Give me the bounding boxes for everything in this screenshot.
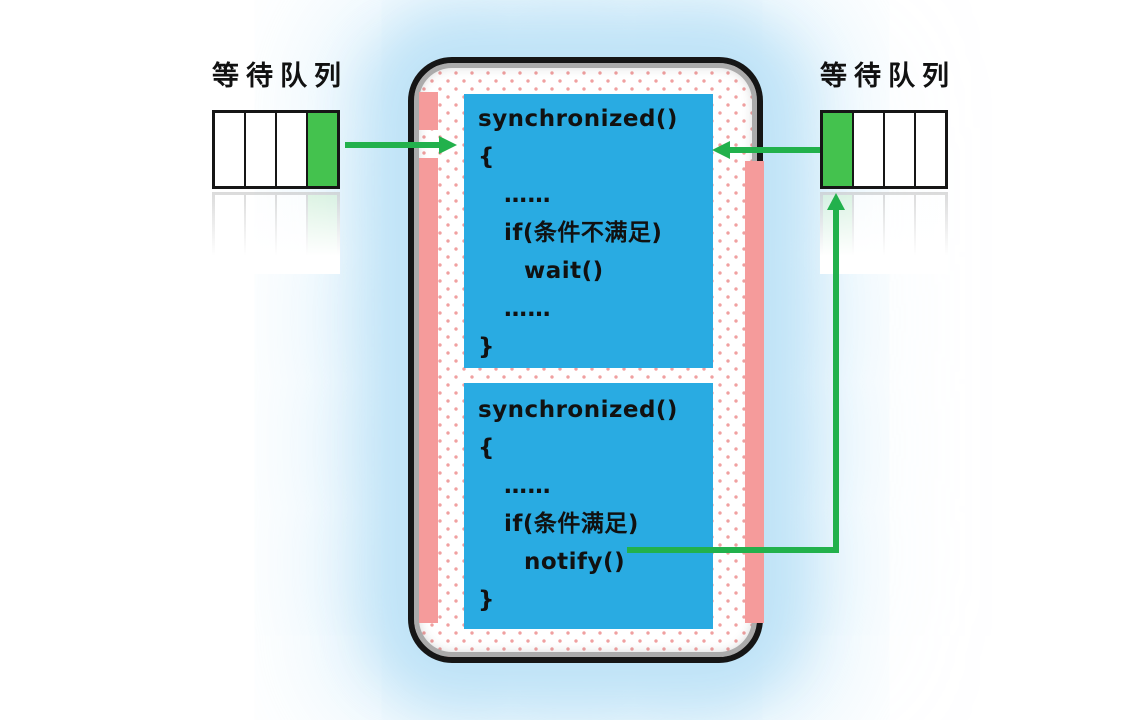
- left-wait-queue: [212, 110, 340, 189]
- queue-cell-occupied: [823, 113, 854, 186]
- notify-code-block: synchronized() { …… if(条件满足) notify() }: [464, 383, 713, 629]
- right-wait-queue-label: 等待队列: [820, 61, 956, 92]
- lock-bar-left: [419, 158, 438, 623]
- lock-bar-left-top: [419, 92, 438, 130]
- monitor-object: synchronized() { …… if(条件不满足) wait() …… …: [408, 57, 764, 663]
- code-line: synchronized(): [478, 397, 678, 423]
- queue-cell-empty: [916, 113, 945, 186]
- lock-bar-right: [745, 161, 764, 623]
- queue-cell-empty: [854, 113, 885, 186]
- arrow-notify-vertical: [833, 209, 839, 553]
- code-line: {: [478, 435, 495, 461]
- code-line: synchronized(): [478, 106, 678, 132]
- arrow-left-queue-to-monitor: [345, 142, 441, 148]
- arrow-right-queue-to-monitor: [729, 147, 820, 153]
- code-line: }: [478, 334, 495, 360]
- arrow-left-queue-to-monitor-head-icon: [439, 136, 457, 154]
- left-reflection-fade: [212, 192, 340, 274]
- arrow-notify-horizontal: [627, 547, 839, 553]
- wait-code-block: synchronized() { …… if(条件不满足) wait() …… …: [464, 94, 713, 368]
- code-line: if(条件满足): [504, 511, 639, 537]
- left-wait-queue-label: 等待队列: [212, 61, 348, 92]
- queue-cell-empty: [277, 113, 308, 186]
- arrow-right-queue-to-monitor-head-icon: [712, 141, 730, 159]
- code-line: if(条件不满足): [504, 220, 663, 246]
- right-wait-queue: [820, 110, 948, 189]
- code-line: ……: [504, 182, 551, 208]
- queue-cell-empty: [885, 113, 916, 186]
- queue-cell-empty: [246, 113, 277, 186]
- queue-cell-empty: [215, 113, 246, 186]
- queue-cell-occupied: [308, 113, 337, 186]
- code-line: ……: [504, 296, 551, 322]
- code-line: notify(): [524, 549, 626, 575]
- arrow-notify-to-right-queue-head-icon: [827, 193, 845, 210]
- code-line: ……: [504, 473, 551, 499]
- code-line: wait(): [524, 258, 604, 284]
- code-line: }: [478, 587, 495, 613]
- code-line: {: [478, 144, 495, 170]
